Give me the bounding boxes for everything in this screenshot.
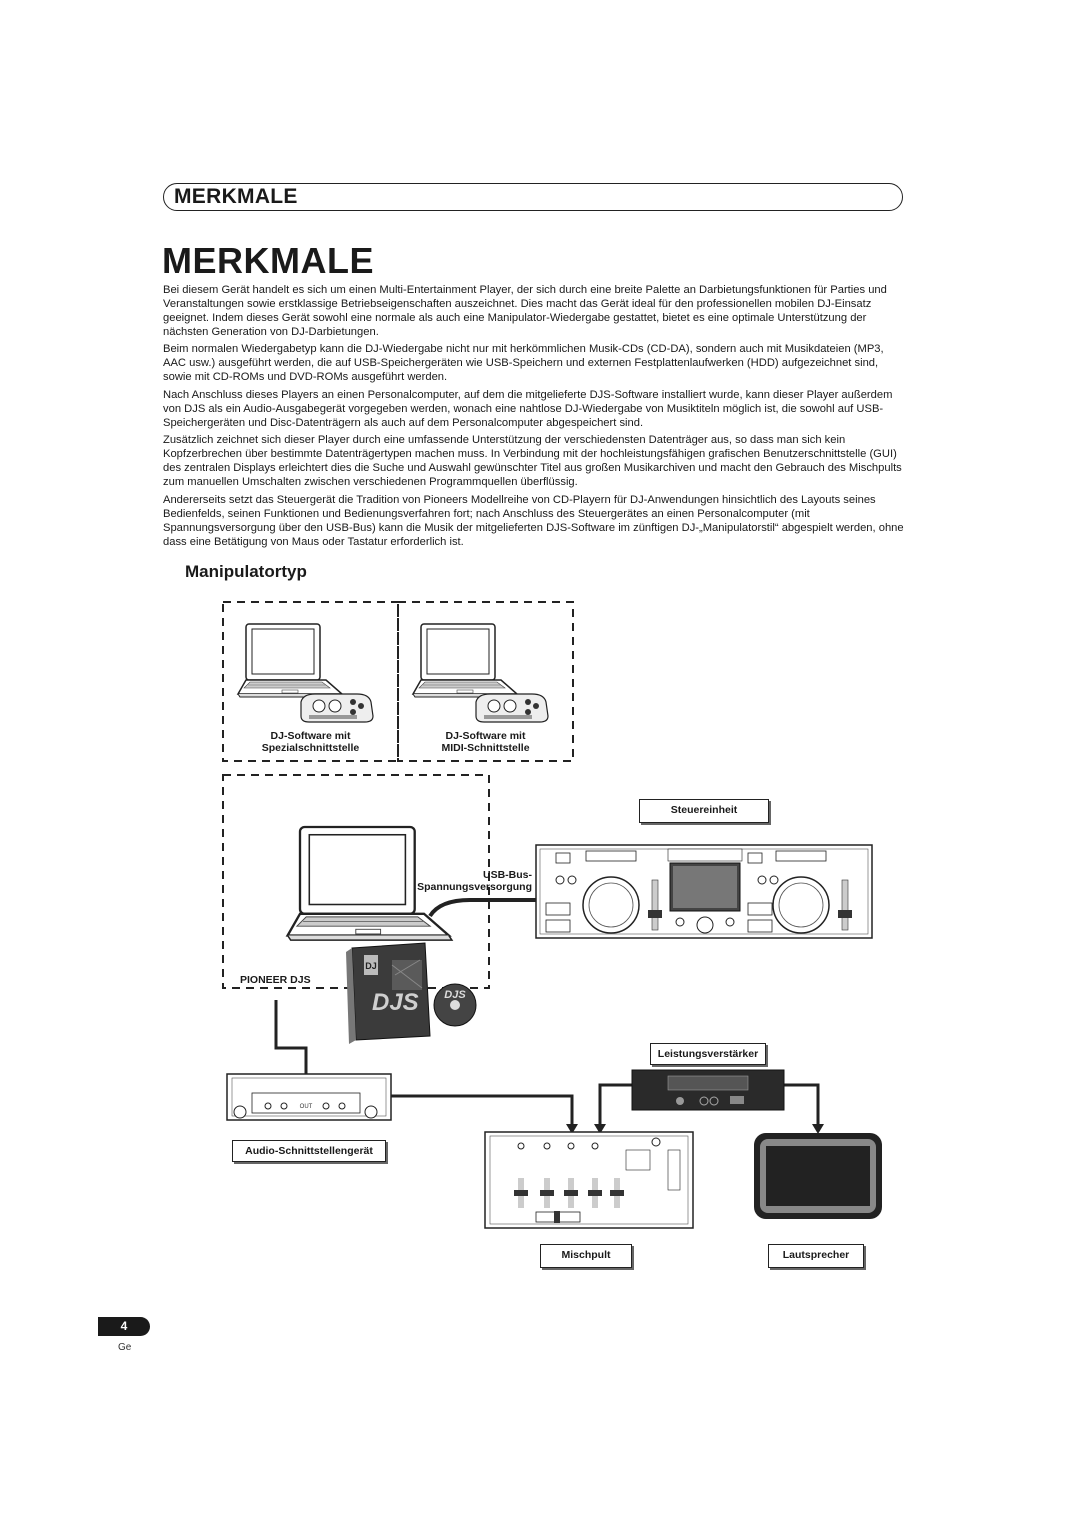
- paragraph: Zusätzlich zeichnet sich dieser Player d…: [163, 434, 902, 489]
- label-software-midi: DJ-Software mit MIDI-Schnittstelle: [441, 730, 530, 754]
- controller-icon: [475, 693, 549, 723]
- controller-icon: [300, 693, 374, 723]
- paragraph: Beim normalen Wiedergabetyp kann die DJ-…: [163, 343, 884, 384]
- label-pioneer-djs: PIONEER DJS: [240, 974, 311, 986]
- control-unit-icon: [535, 844, 873, 939]
- section-header-bar: MERKMALE: [163, 183, 903, 211]
- label-software-special: DJ-Software mit Spezialschnittstelle: [261, 730, 360, 754]
- laptop-icon: [237, 623, 345, 698]
- page-title: MERKMALE: [162, 240, 374, 281]
- label-control-unit: Steuereinheit: [639, 799, 769, 823]
- audio-interface-icon: OUT: [226, 1073, 392, 1121]
- svg-text:DJS: DJS: [444, 989, 466, 1001]
- paragraph: Nach Anschluss dieses Players an einen P…: [163, 388, 893, 429]
- paragraph: Bei diesem Gerät handelt es sich um eine…: [163, 284, 887, 338]
- audio-interface-out-label: OUT: [300, 1104, 313, 1110]
- mixer-icon: [484, 1131, 694, 1229]
- label-usb-bus: USB-Bus- Spannungsversorgung: [417, 869, 532, 893]
- speaker-icon: [754, 1133, 882, 1219]
- laptop-icon: [412, 623, 520, 698]
- svg-text:DJS: DJS: [372, 989, 419, 1016]
- label-power-amp: Leistungsverstärker: [650, 1043, 766, 1065]
- paragraph: Andererseits setzt das Steuergerät die T…: [163, 493, 904, 548]
- language-code: Ge: [118, 1342, 132, 1353]
- software-box-icon: DJ DJS: [346, 942, 431, 1044]
- label-audio-interface: Audio-Schnittstellengerät: [232, 1140, 386, 1162]
- label-speaker: Lautsprecher: [768, 1244, 864, 1268]
- svg-text:DJ: DJ: [365, 961, 377, 971]
- body-text: Bei diesem Gerät handelt es sich um eine…: [163, 284, 905, 553]
- power-amplifier-icon: [631, 1069, 785, 1111]
- label-mixer: Mischpult: [540, 1244, 632, 1268]
- section-header-label: MERKMALE: [174, 185, 298, 208]
- software-disc-icon: DJS: [433, 983, 477, 1027]
- subheading: Manipulatortyp: [185, 562, 307, 581]
- page-number: 4: [98, 1317, 150, 1336]
